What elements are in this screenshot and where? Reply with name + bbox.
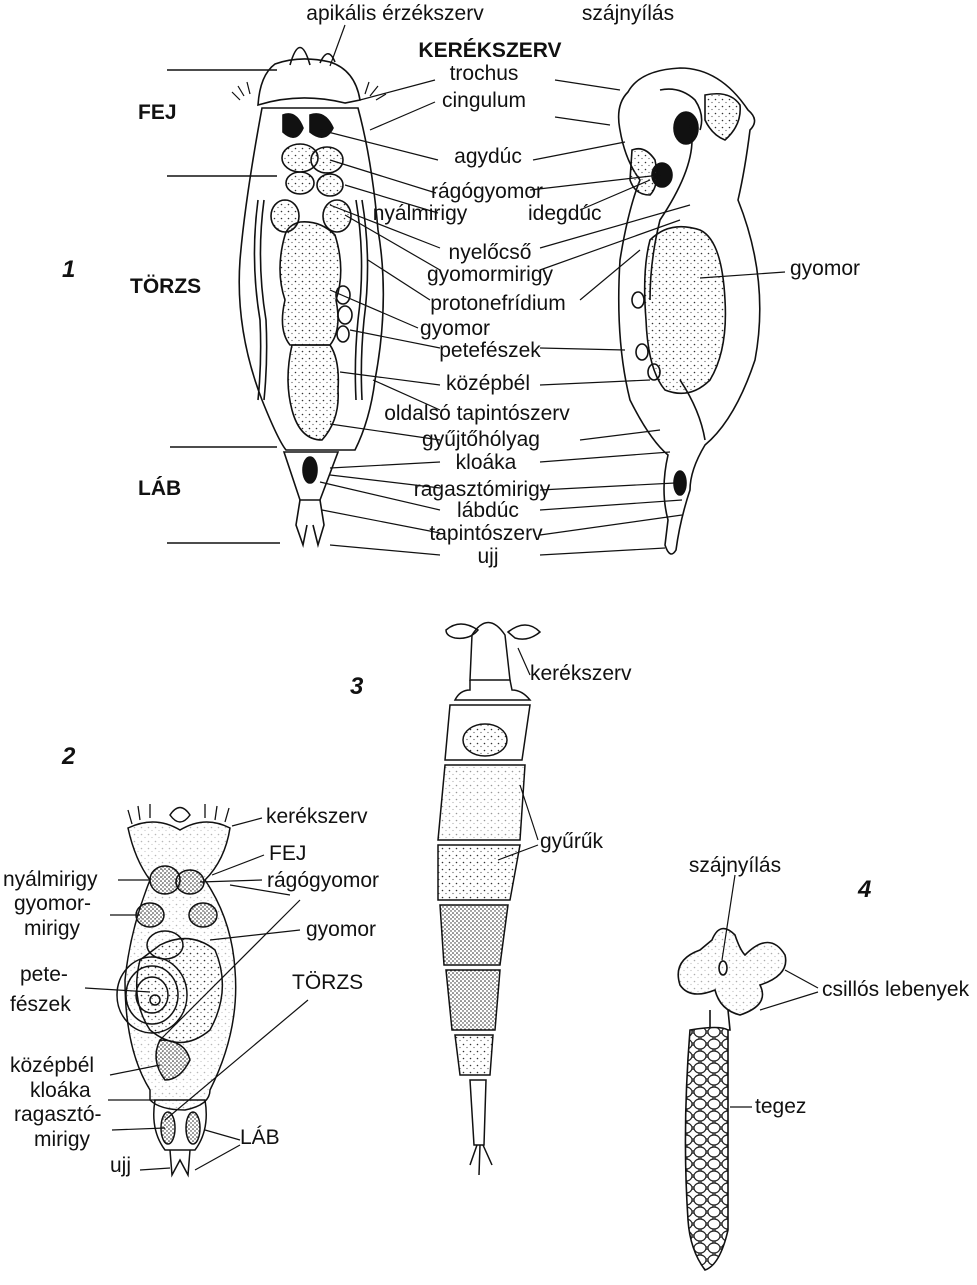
label-stomach-fig2: gyomor	[306, 919, 376, 940]
label-mouth-fig4: szájnyílás	[689, 855, 781, 876]
label-esophagus: nyelőcső	[449, 242, 532, 263]
label-gastric-gland-fig2-a: gyomor-	[14, 893, 91, 914]
fig3-animal	[438, 623, 540, 1176]
label-mouth-fig1: szájnyílás	[582, 3, 674, 24]
label-cloaca: kloáka	[456, 452, 517, 473]
label-salivary-gland-fig2: nyálmirigy	[3, 869, 98, 890]
label-brain-ganglion: agydúc	[454, 146, 522, 167]
panel-number-1: 1	[62, 258, 75, 282]
label-cingulum: cingulum	[442, 90, 526, 111]
label-salivary-gland: nyálmirigy	[373, 203, 468, 224]
label-stomach-lateral: gyomor	[790, 258, 860, 279]
label-ovary: petefészek	[439, 340, 541, 361]
label-corona-fig3: kerékszerv	[530, 663, 632, 684]
label-mastax: rágógyomor	[431, 181, 543, 202]
label-protonephridium: protonefrídium	[430, 293, 565, 314]
label-pedal-gland: ragasztómirigy	[414, 479, 551, 500]
label-lateral-antenna: oldalsó tapintószerv	[384, 403, 570, 424]
label-pedal-ganglion: lábdúc	[457, 500, 519, 521]
label-gastric-gland: gyomormirigy	[427, 264, 553, 285]
panel-number-4: 4	[858, 878, 871, 902]
label-trunk-fig2: TÖRZS	[292, 972, 363, 993]
region-label-trunk: TÖRZS	[130, 276, 201, 297]
label-cloaca-fig2: kloáka	[30, 1080, 91, 1101]
label-ovary-fig2-a: pete-	[20, 964, 68, 985]
label-nerve-ganglion: idegdúc	[528, 203, 602, 224]
label-ciliated-lobes: csillós lebenyek	[822, 979, 969, 1000]
label-mastax-fig2: rágógyomor	[267, 870, 379, 891]
label-gastric-gland-fig2-b: mirigy	[24, 918, 80, 939]
label-sense-organ: tapintószerv	[429, 523, 542, 544]
fig1-lateral-animal	[619, 68, 760, 554]
label-pedal-gland-fig2-b: mirigy	[34, 1129, 90, 1150]
label-midgut-fig2: középbél	[10, 1055, 94, 1076]
label-head-fig2: FEJ	[269, 843, 306, 864]
label-apical-sense-organ: apikális érzékszerv	[306, 3, 483, 24]
label-pedal-gland-fig2-a: ragasztó-	[14, 1104, 102, 1125]
label-rings: gyűrűk	[540, 831, 603, 852]
fig2-animal	[117, 804, 236, 1175]
label-foot-fig2: LÁB	[240, 1127, 280, 1148]
label-toe-fig2: ujj	[110, 1155, 131, 1176]
label-corona-title: KERÉKSZERV	[418, 40, 561, 61]
region-label-foot: LÁB	[138, 478, 181, 499]
label-stomach-fig1: gyomor	[420, 318, 490, 339]
panel-number-2: 2	[62, 745, 75, 769]
region-label-head: FEJ	[138, 102, 177, 123]
label-tube: tegez	[755, 1096, 806, 1117]
panel-number-3: 3	[350, 675, 363, 699]
label-toe: ujj	[477, 546, 498, 567]
label-corona-fig2: kerékszerv	[266, 806, 368, 827]
label-midgut: középbél	[446, 373, 530, 394]
label-bladder: gyűjtőhólyag	[422, 429, 540, 450]
label-trochus: trochus	[450, 63, 519, 84]
label-ovary-fig2-b: fészek	[10, 994, 71, 1015]
